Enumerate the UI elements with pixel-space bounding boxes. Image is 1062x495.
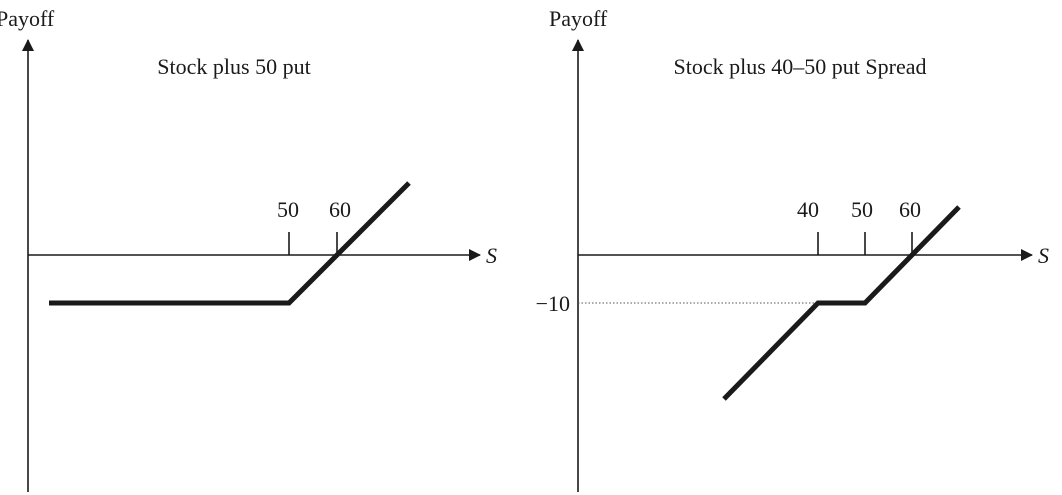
right-y-tick-label-minus10: −10 xyxy=(536,291,570,316)
right-payoff-line xyxy=(722,205,961,401)
right-x-tick-label-60: 60 xyxy=(899,197,921,222)
right-x-tick-label-50: 50 xyxy=(851,197,873,222)
right-panel: Payoff S Stock plus 40–50 put Spread 40 … xyxy=(536,6,1049,492)
right-x-tick-label-40: 40 xyxy=(797,197,819,222)
left-x-axis-label: S xyxy=(486,243,497,268)
left-y-axis-label: Payoff xyxy=(0,6,55,31)
left-panel: Payoff S Stock plus 50 put 50 60 xyxy=(0,6,497,492)
left-x-tick-label-60: 60 xyxy=(329,197,351,222)
left-chart-title: Stock plus 50 put xyxy=(157,54,310,79)
right-y-axis-label: Payoff xyxy=(549,6,608,31)
right-chart-title: Stock plus 40–50 put Spread xyxy=(674,54,927,79)
right-x-axis-label: S xyxy=(1038,243,1049,268)
left-payoff-line xyxy=(49,181,411,306)
left-x-tick-label-50: 50 xyxy=(277,197,299,222)
